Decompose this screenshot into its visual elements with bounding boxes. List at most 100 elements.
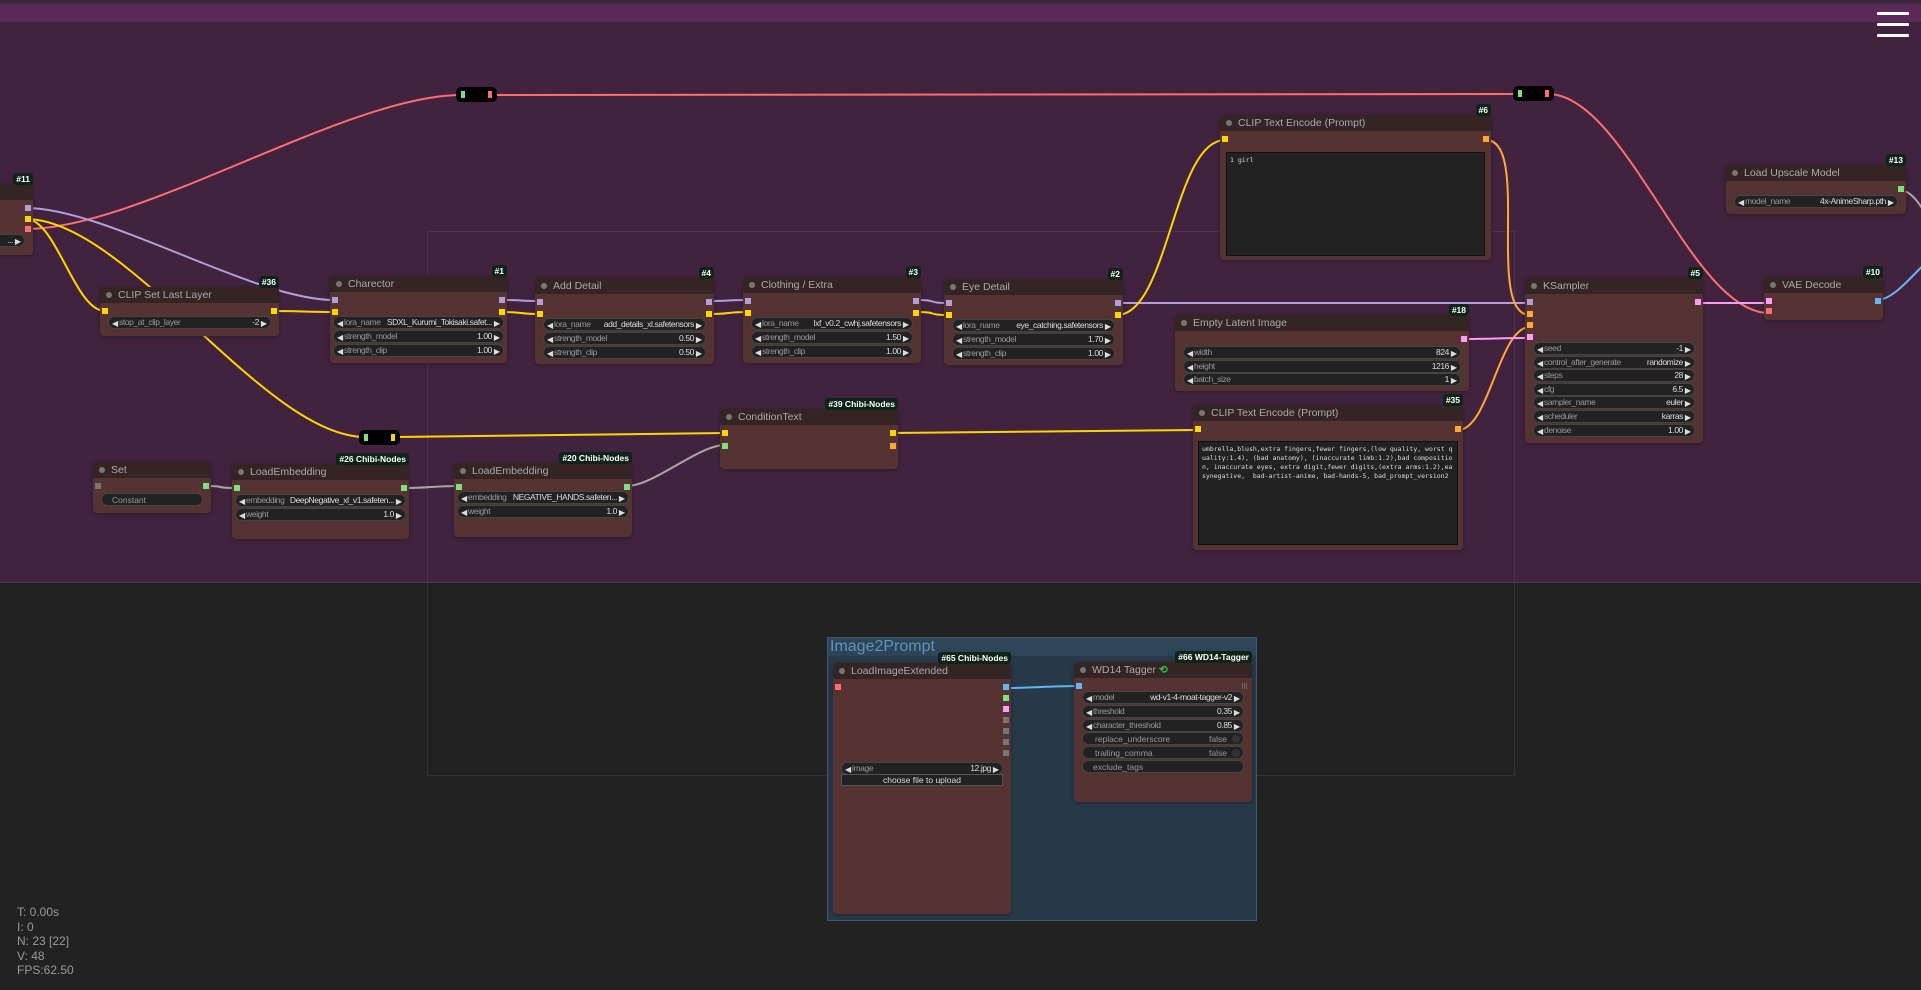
input-slot[interactable] — [745, 298, 751, 304]
input-slot[interactable] — [332, 309, 338, 315]
increment-arrow-icon[interactable]: ▶ — [695, 335, 702, 344]
reroute-output-slot[interactable] — [488, 91, 492, 98]
decrement-arrow-icon[interactable]: ◀ — [1187, 349, 1194, 358]
output-slot[interactable] — [1003, 728, 1009, 734]
output-slot[interactable] — [1875, 298, 1881, 304]
input-slot[interactable] — [745, 310, 751, 316]
decrement-arrow-icon[interactable]: ◀ — [547, 335, 554, 344]
input-slot[interactable] — [946, 312, 952, 318]
output-slot[interactable] — [1115, 312, 1121, 318]
node-title-bar[interactable]: CLIP Set Last Layer — [100, 287, 279, 303]
decrement-arrow-icon[interactable]: ◀ — [845, 765, 852, 774]
node-title-bar[interactable]: Eye Detail — [944, 279, 1123, 295]
increment-arrow-icon[interactable]: ▶ — [618, 494, 625, 503]
increment-arrow-icon[interactable]: ▶ — [1104, 350, 1111, 359]
link-wire[interactable] — [1485, 139, 1531, 316]
group-title[interactable]: Image2Prompt — [828, 638, 1256, 656]
reroute-output-slot[interactable] — [1545, 90, 1549, 97]
decrement-arrow-icon[interactable]: ◀ — [1537, 426, 1544, 436]
collapse-dot-icon[interactable] — [950, 284, 956, 290]
input-slot[interactable] — [102, 308, 108, 314]
collapse-dot-icon[interactable] — [99, 467, 105, 473]
link-wire[interactable] — [491, 93, 1519, 96]
collapse-dot-icon[interactable] — [1080, 667, 1086, 673]
node-ksampler[interactable]: KSampler#5◀seed-1▶◀control_after_generat… — [1525, 267, 1703, 443]
input-slot[interactable] — [537, 299, 543, 305]
reroute-input-slot[interactable] — [364, 434, 368, 441]
output-slot[interactable] — [1483, 136, 1489, 142]
link-wire[interactable] — [1457, 326, 1531, 431]
reroute-output-slot[interactable] — [391, 434, 395, 441]
output-slot[interactable] — [25, 205, 31, 211]
node-title-bar[interactable]: Set — [93, 462, 211, 478]
link-wire[interactable] — [708, 299, 749, 302]
reroute-input-slot[interactable] — [461, 91, 465, 98]
widget-exclude-tags[interactable]: exclude_tags — [1082, 760, 1244, 773]
link-wire[interactable] — [395, 432, 726, 438]
decrement-arrow-icon[interactable]: ◀ — [755, 348, 762, 357]
increment-arrow-icon[interactable]: ▶ — [493, 347, 500, 356]
node-title-bar[interactable]: VAE Decode — [1764, 277, 1883, 293]
decrement-arrow-icon[interactable]: ◀ — [1086, 707, 1093, 717]
prompt-textarea[interactable]: umbrella,blush,extra fingers,fewer finge… — [1198, 441, 1458, 545]
increment-arrow-icon[interactable]: ▶ — [1684, 358, 1691, 368]
output-slot[interactable] — [1455, 426, 1461, 432]
decrement-arrow-icon[interactable]: ◀ — [1537, 399, 1544, 409]
input-slot[interactable] — [1527, 310, 1533, 317]
widget-stop-at-clip-layer[interactable]: ◀stop_at_clip_layer-2▶ — [108, 316, 271, 329]
input-slot[interactable] — [1766, 308, 1772, 314]
widget-seed[interactable]: ◀seed-1▶ — [1533, 342, 1695, 355]
node-title-bar[interactable]: ConditionText — [720, 409, 898, 425]
node-title-bar[interactable]: Load Upscale Model — [1726, 165, 1906, 181]
decrement-arrow-icon[interactable]: ◀ — [461, 494, 468, 503]
node-title-bar[interactable]: Add Detail — [535, 278, 714, 294]
increment-arrow-icon[interactable]: ▶ — [1684, 345, 1691, 354]
decrement-arrow-icon[interactable]: ◀ — [1086, 694, 1093, 703]
output-slot[interactable] — [706, 299, 712, 305]
increment-arrow-icon[interactable]: ▶ — [1233, 694, 1240, 703]
decrement-arrow-icon[interactable]: ◀ — [1537, 372, 1544, 382]
decrement-arrow-icon[interactable]: ◀ — [1086, 721, 1093, 731]
decrement-arrow-icon[interactable]: ◀ — [239, 497, 246, 506]
decrement-arrow-icon[interactable]: ◀ — [461, 508, 468, 517]
link-wire[interactable] — [1003, 685, 1080, 689]
input-slot[interactable] — [722, 443, 728, 449]
output-slot[interactable] — [1003, 706, 1009, 712]
link-wire[interactable] — [915, 299, 950, 304]
node-title-bar[interactable]: WD14 Tagger ⟲ — [1074, 662, 1252, 678]
increment-arrow-icon[interactable]: ▶ — [1104, 322, 1111, 331]
increment-arrow-icon[interactable]: ▶ — [1233, 721, 1240, 731]
decrement-arrow-icon[interactable]: ◀ — [337, 333, 344, 342]
increment-arrow-icon[interactable]: ▶ — [1684, 385, 1691, 395]
increment-arrow-icon[interactable]: ▶ — [1233, 707, 1240, 717]
increment-arrow-icon[interactable]: ▶ — [1684, 399, 1691, 409]
link-wire[interactable] — [708, 311, 749, 315]
input-slot[interactable] — [1527, 322, 1533, 328]
increment-arrow-icon[interactable]: ▶ — [493, 319, 500, 328]
output-slot[interactable] — [499, 297, 505, 303]
collapse-dot-icon[interactable] — [460, 468, 466, 474]
output-slot[interactable] — [706, 311, 712, 317]
input-slot[interactable] — [1222, 136, 1228, 142]
